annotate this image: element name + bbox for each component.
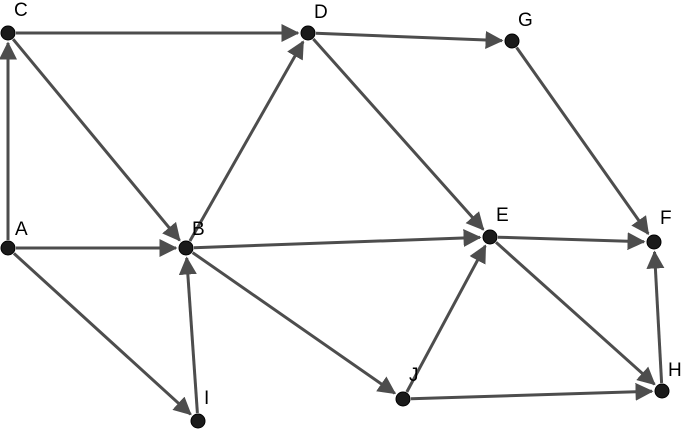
node-label-g: G xyxy=(518,10,533,31)
node-label-f: F xyxy=(660,208,672,229)
node-g xyxy=(504,33,520,49)
node-label-c: C xyxy=(14,0,28,21)
node-f xyxy=(646,234,662,250)
edge-d-to-e xyxy=(312,38,485,231)
node-label-d: D xyxy=(314,2,328,23)
node-label-i: I xyxy=(204,388,209,409)
node-b xyxy=(178,240,194,256)
edge-d-to-g xyxy=(315,30,504,49)
node-label-j: J xyxy=(409,365,419,386)
node-h xyxy=(654,383,670,399)
edge-e-to-h xyxy=(494,241,656,386)
nodes-layer xyxy=(0,25,670,429)
edge-j-to-e xyxy=(405,244,487,393)
node-d xyxy=(300,25,316,41)
edge-b-to-j xyxy=(191,251,397,395)
edge-b-to-d xyxy=(188,40,305,242)
labels-layer: A B C D E F G H I J xyxy=(14,0,682,409)
node-a xyxy=(0,240,16,256)
node-j xyxy=(395,391,411,407)
node-e xyxy=(482,229,498,245)
edge-c-to-b xyxy=(11,38,181,242)
node-label-b: B xyxy=(192,219,205,240)
node-label-e: E xyxy=(496,205,509,226)
node-label-a: A xyxy=(15,219,28,240)
node-i xyxy=(190,413,206,429)
edge-a-to-i xyxy=(12,252,192,416)
edge-g-to-f xyxy=(515,46,650,236)
edge-i-to-b xyxy=(178,256,199,414)
edge-h-to-f xyxy=(646,250,665,384)
edges-layer xyxy=(0,24,665,416)
edge-j-to-h xyxy=(410,382,654,401)
node-c xyxy=(0,25,16,41)
edge-b-to-e xyxy=(193,228,482,250)
node-label-h: H xyxy=(668,360,682,381)
edge-e-to-f xyxy=(497,232,646,251)
